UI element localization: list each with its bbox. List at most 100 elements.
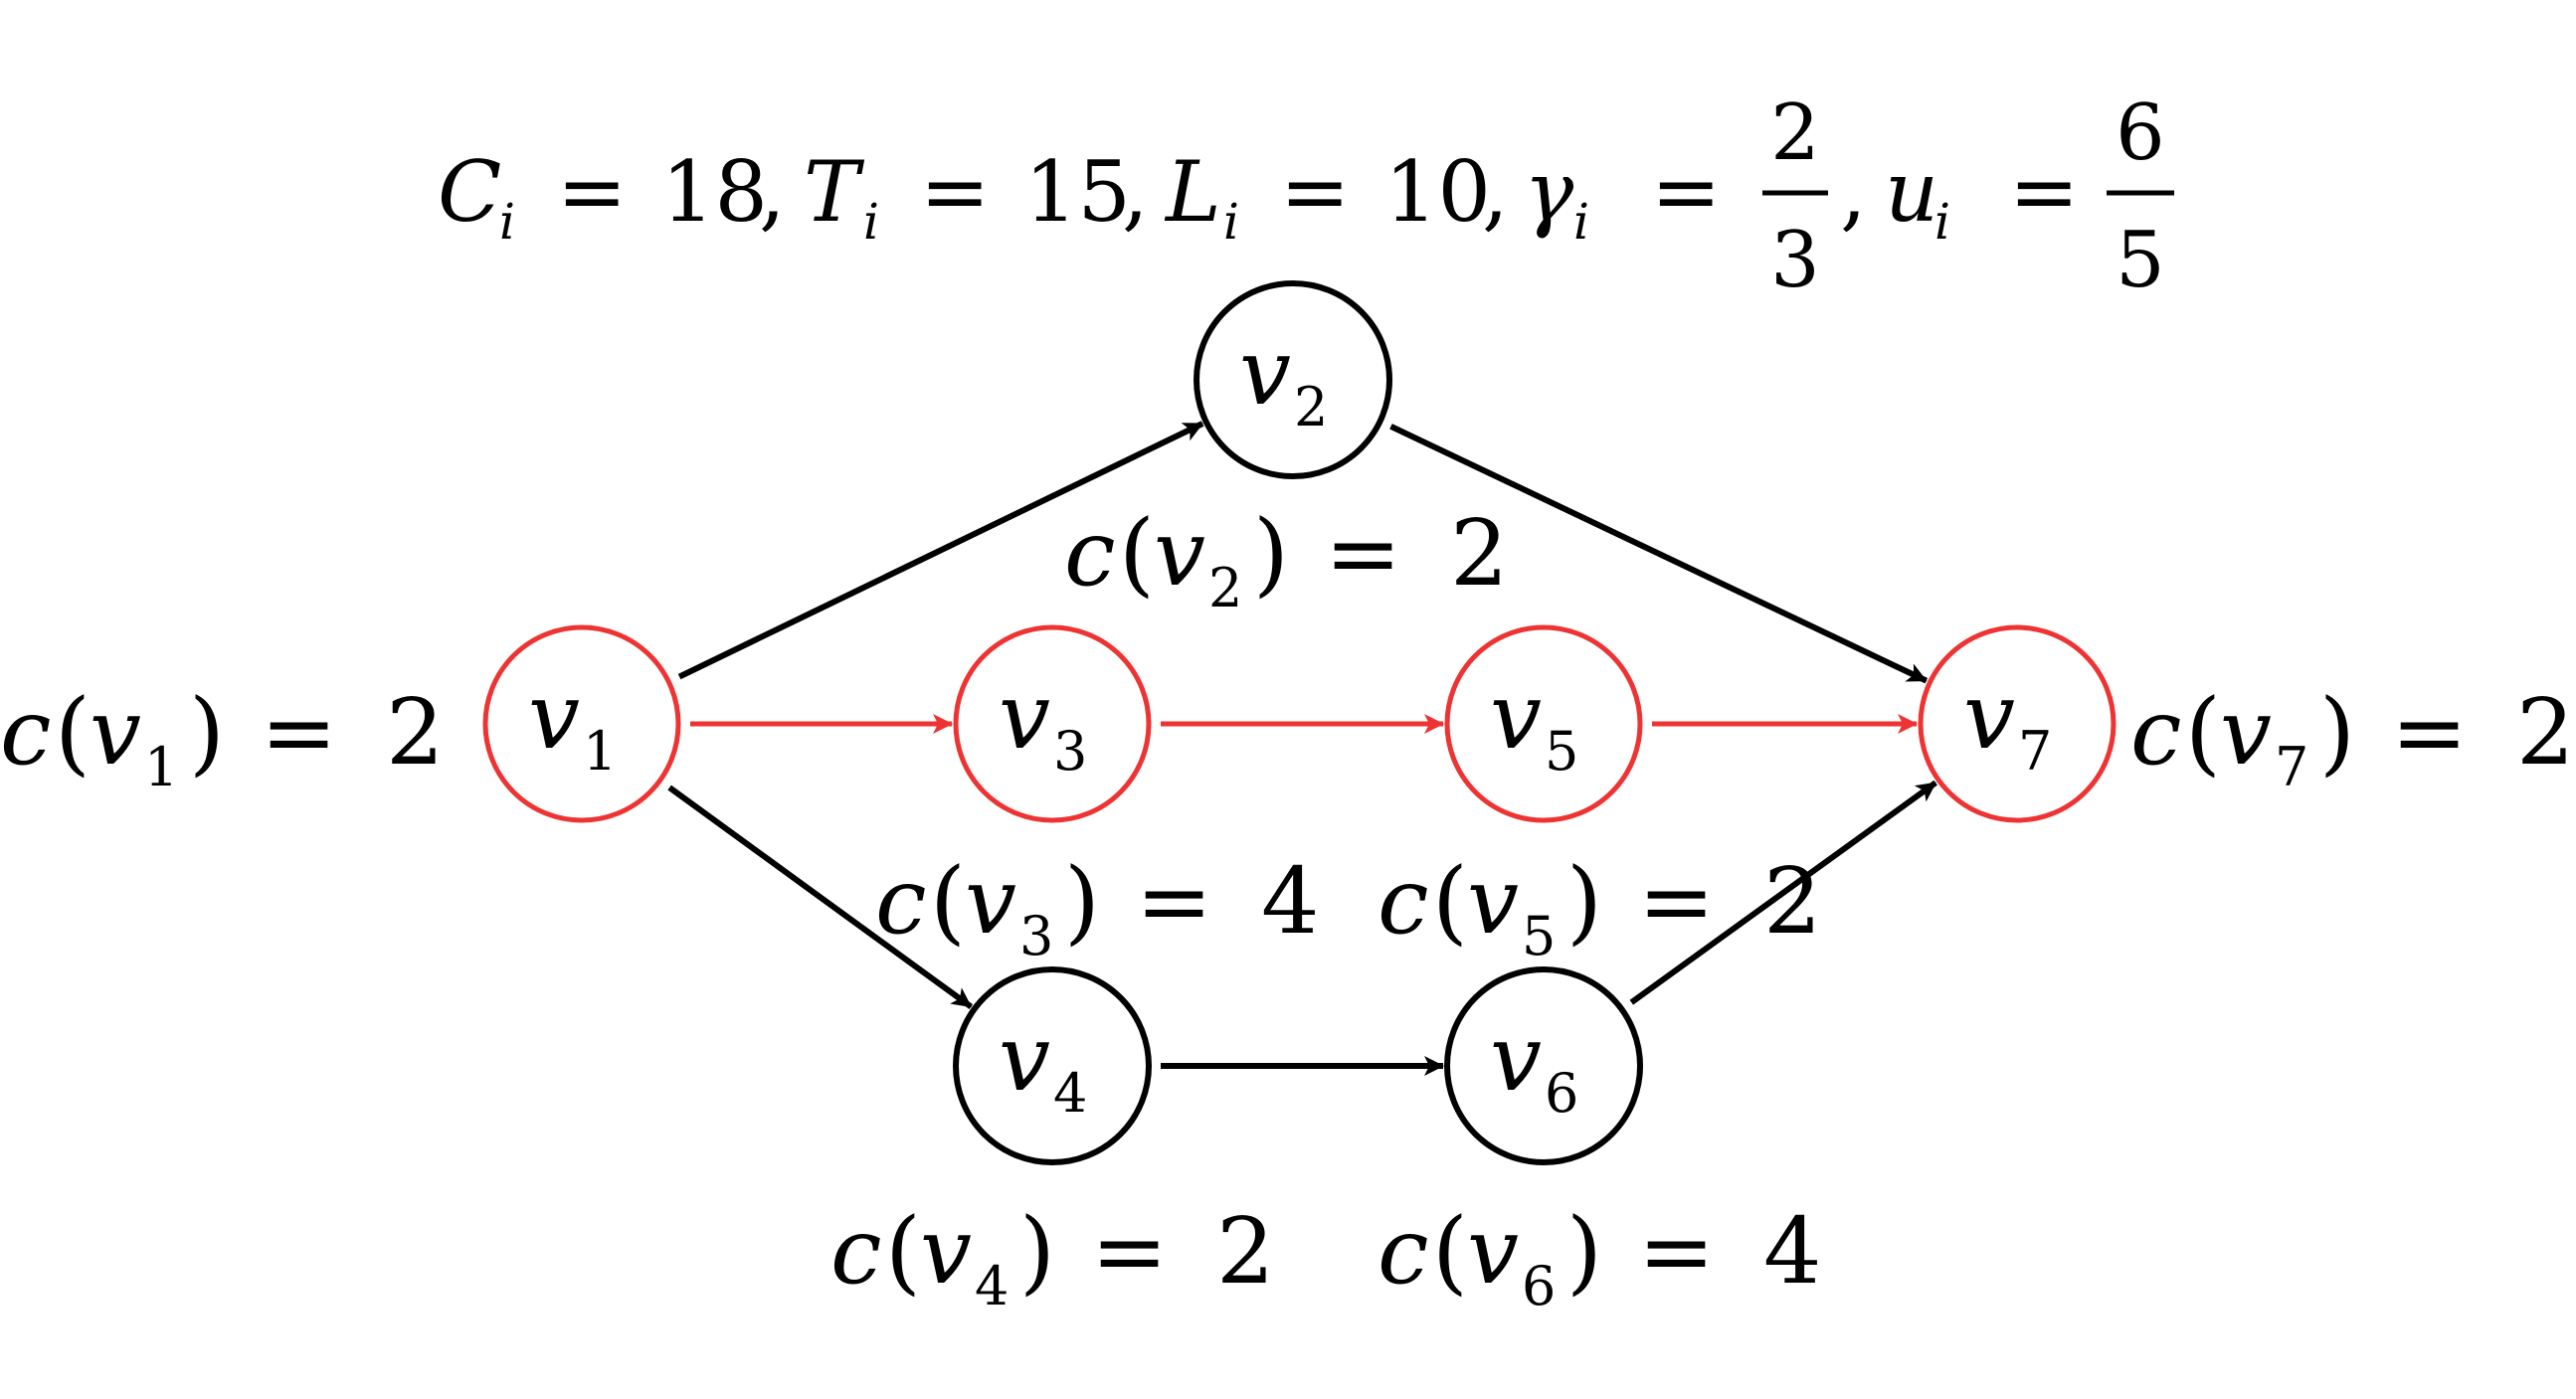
cost-v6-open-paren: ( [1432, 1198, 1468, 1305]
param-c-equals: = [557, 143, 627, 241]
cost-v2-equals: = [1325, 500, 1401, 607]
node-v1-letter: v [528, 663, 580, 770]
param-u-symbol: u [1885, 143, 1938, 241]
cost-v1-open-paren: ( [55, 679, 91, 786]
cost-v2-value: 2 [1450, 500, 1509, 607]
param-t-subscript: i [863, 193, 879, 251]
cost-v7-fn: c [2130, 679, 2182, 786]
node-v2-index: 2 [1294, 376, 1328, 438]
cost-v7-open-paren: ( [2185, 679, 2221, 786]
param-gamma-numerator: 2 [1770, 88, 1820, 178]
cost-v1-equals: = [261, 679, 337, 786]
cost-v4-arg: v [920, 1198, 972, 1305]
node-v4-letter: v [999, 1005, 1050, 1112]
param-l-equals: = [1280, 143, 1350, 241]
param-t-symbol: T [804, 143, 865, 241]
node-v1-circle [482, 624, 681, 823]
cost-v2-open-paren: ( [1119, 500, 1155, 607]
param-l-symbol: L [1164, 143, 1221, 241]
cost-v6-arg: v [1467, 1198, 1519, 1305]
node-v6-circle [1444, 966, 1643, 1165]
cost-v6-value: 4 [1763, 1198, 1822, 1305]
edges [667, 421, 1937, 1076]
param-l-subscript: i [1223, 193, 1239, 251]
cost-v6-fn: c [1378, 1198, 1429, 1305]
param-t-value: 15 [1024, 143, 1131, 241]
node-v5-letter: v [1490, 663, 1542, 770]
param-separator-4: , [1840, 143, 1867, 241]
cost-v5-value: 2 [1763, 848, 1822, 955]
param-separator-1: , [759, 143, 786, 241]
param-l-value: 10 [1384, 143, 1491, 241]
cost-v4-value: 2 [1216, 1198, 1275, 1305]
param-t-equals: = [920, 143, 990, 241]
param-gamma-symbol: γ [1524, 143, 1574, 241]
cost-v3-fn: c [875, 848, 927, 955]
node-v5-index: 5 [1545, 720, 1578, 783]
cost-v4-open-paren: ( [885, 1198, 921, 1305]
cost-v3-close-paren: ) [1064, 848, 1100, 955]
cost-v7-value: 2 [2516, 679, 2575, 786]
node-v3-circle [953, 624, 1152, 823]
cost-v7-arg: v [2220, 679, 2272, 786]
node-v4-circle [953, 966, 1152, 1165]
param-c-subscript: i [499, 193, 515, 251]
cost-v5-open-paren: ( [1432, 848, 1468, 955]
task-parameters-header: C i = 18 , T i = 15 , L i = 10 , γ i = 2… [438, 88, 2174, 305]
cost-v3-equals: = [1136, 848, 1212, 955]
cost-v4-close-paren: ) [1019, 1198, 1055, 1305]
param-gamma-subscript: i [1573, 193, 1589, 251]
param-c-value: 18 [661, 143, 768, 241]
cost-v6-close-paren: ) [1566, 1198, 1602, 1305]
cost-v5-arg: v [1467, 848, 1519, 955]
cost-v1-value: 2 [386, 679, 445, 786]
edge-v1-v2 [677, 421, 1204, 680]
edge-v6-v7 [1629, 780, 1937, 1005]
node-v7-letter: v [1963, 663, 2015, 770]
node-v3-letter: v [999, 663, 1050, 770]
cost-v2-fn: c [1064, 500, 1116, 607]
param-u-equals: = [2009, 143, 2079, 241]
cost-v5-fn: c [1378, 848, 1429, 955]
param-u-subscript: i [1934, 193, 1950, 251]
cost-v1-arg: v [90, 679, 141, 786]
cost-v2-close-paren: ) [1253, 500, 1289, 607]
node-v2-letter: v [1239, 319, 1291, 426]
node-v3-index: 3 [1053, 720, 1087, 783]
node-v6-letter: v [1490, 1005, 1542, 1112]
cost-v1-fn: c [0, 679, 52, 786]
cost-v4-equals: = [1091, 1198, 1168, 1305]
cost-v4-index: 4 [975, 1255, 1009, 1317]
cost-v7-close-paren: ) [2319, 679, 2355, 786]
cost-v4-fn: c [830, 1198, 882, 1305]
node-v1-index: 1 [583, 720, 617, 783]
param-u-numerator: 6 [2116, 88, 2165, 178]
node-v5-circle [1444, 624, 1643, 823]
cost-v3-arg: v [965, 848, 1016, 955]
cost-v2-arg: v [1154, 500, 1205, 607]
cost-v5-equals: = [1638, 848, 1715, 955]
cost-v7-equals: = [2391, 679, 2468, 786]
node-v7-circle [1918, 624, 2116, 823]
param-gamma-equals: = [1651, 143, 1721, 241]
node-v4-index: 4 [1053, 1062, 1087, 1125]
param-c-symbol: C [438, 143, 501, 241]
edge-v2-v7 [1389, 424, 1929, 684]
cost-v1-index: 1 [144, 736, 178, 798]
cost-v6-index: 6 [1522, 1255, 1556, 1317]
node-v6-index: 6 [1545, 1062, 1578, 1125]
